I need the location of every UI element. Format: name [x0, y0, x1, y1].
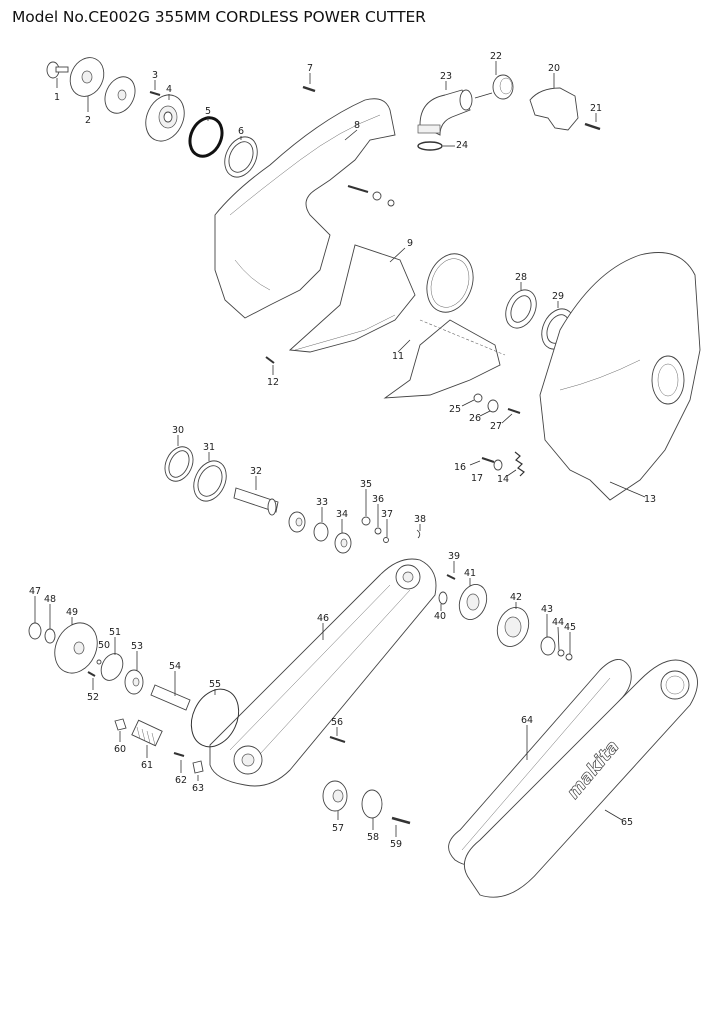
svg-text:12: 12 — [267, 377, 279, 388]
svg-text:51: 51 — [109, 627, 121, 638]
svg-text:56: 56 — [331, 717, 343, 728]
svg-text:41: 41 — [464, 568, 476, 579]
svg-text:64: 64 — [521, 715, 533, 726]
svg-text:26: 26 — [469, 413, 481, 424]
svg-text:35: 35 — [360, 479, 372, 490]
svg-text:27: 27 — [490, 421, 502, 432]
svg-text:38: 38 — [414, 514, 426, 525]
svg-text:6: 6 — [238, 126, 244, 137]
svg-text:16: 16 — [454, 462, 466, 473]
svg-text:43: 43 — [541, 604, 553, 615]
svg-text:5: 5 — [205, 106, 211, 117]
drive-belt-and-cover: makita — [448, 659, 698, 898]
svg-text:57: 57 — [332, 823, 344, 834]
svg-text:32: 32 — [250, 466, 262, 477]
upper-blade-guard — [214, 73, 506, 399]
svg-text:31: 31 — [203, 442, 215, 453]
svg-text:33: 33 — [316, 497, 328, 508]
svg-text:28: 28 — [515, 272, 527, 283]
svg-text:23: 23 — [440, 71, 452, 82]
arm-case — [209, 558, 573, 787]
svg-text:46: 46 — [317, 613, 329, 624]
svg-text:13: 13 — [644, 494, 656, 505]
svg-text:45: 45 — [564, 622, 576, 633]
svg-text:21: 21 — [590, 103, 602, 114]
svg-text:1: 1 — [54, 92, 60, 103]
water-hose-group — [417, 61, 601, 151]
svg-text:20: 20 — [548, 63, 560, 74]
svg-text:54: 54 — [169, 661, 181, 672]
svg-text:11: 11 — [392, 351, 404, 362]
svg-text:34: 34 — [336, 509, 348, 520]
svg-text:53: 53 — [131, 641, 143, 652]
svg-text:50: 50 — [98, 640, 110, 651]
svg-text:47: 47 — [29, 586, 41, 597]
svg-text:9: 9 — [407, 238, 413, 249]
svg-text:17: 17 — [471, 473, 483, 484]
svg-text:63: 63 — [192, 783, 204, 794]
svg-text:61: 61 — [141, 760, 153, 771]
svg-text:49: 49 — [66, 607, 78, 618]
svg-text:36: 36 — [372, 494, 384, 505]
rear-guard-cover — [461, 252, 701, 501]
blade-flange-group — [46, 57, 258, 178]
svg-text:55: 55 — [209, 679, 221, 690]
svg-text:59: 59 — [390, 839, 402, 850]
svg-text:30: 30 — [172, 425, 184, 436]
svg-text:24: 24 — [456, 140, 468, 151]
svg-text:25: 25 — [449, 404, 461, 415]
svg-text:39: 39 — [448, 551, 460, 562]
diagram-title: Model No.CE002G 355MM CORDLESS POWER CUT… — [12, 8, 426, 26]
pulley-shaft-group — [28, 596, 411, 837]
svg-text:37: 37 — [381, 509, 393, 520]
svg-text:42: 42 — [510, 592, 522, 603]
svg-text:60: 60 — [114, 744, 126, 755]
svg-text:44: 44 — [552, 617, 564, 628]
svg-text:40: 40 — [434, 611, 446, 622]
svg-text:2: 2 — [85, 115, 91, 126]
svg-text:7: 7 — [307, 63, 313, 74]
svg-text:52: 52 — [87, 692, 99, 703]
svg-text:3: 3 — [152, 70, 158, 81]
svg-text:65: 65 — [621, 817, 633, 828]
svg-text:58: 58 — [367, 832, 379, 843]
svg-text:62: 62 — [175, 775, 187, 786]
svg-text:14: 14 — [497, 474, 509, 485]
spindle-shaft-group — [164, 435, 421, 554]
svg-text:29: 29 — [552, 291, 564, 302]
svg-text:8: 8 — [354, 120, 360, 131]
svg-text:48: 48 — [44, 594, 56, 605]
svg-text:22: 22 — [490, 51, 502, 62]
part-labels: 1 2 3 4 5 6 7 8 9 11 12 13 14 16 17 20 2… — [29, 51, 656, 850]
svg-text:4: 4 — [166, 84, 172, 95]
